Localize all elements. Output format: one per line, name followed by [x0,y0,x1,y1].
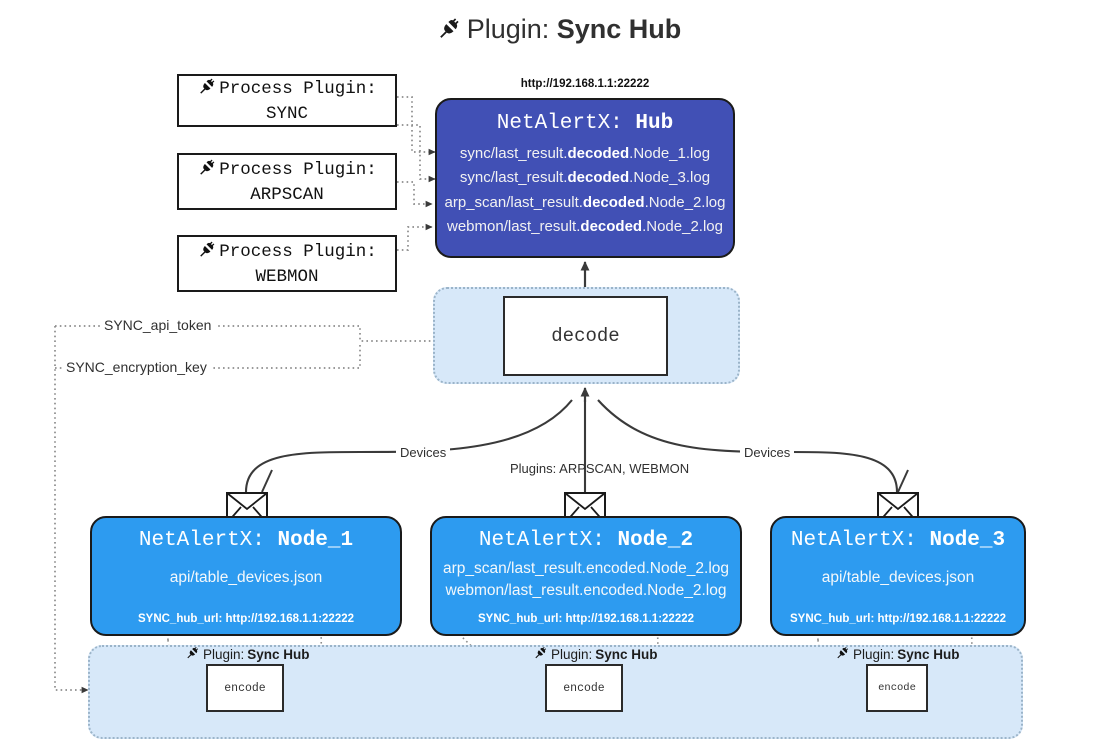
hub-title: NetAlertX: Hub [497,112,673,135]
node-app-label: NetAlertX: [138,529,265,552]
sync-encryption-key-label: SYNC_encryption_key [62,359,211,375]
process-plugin-line1: Process Plugin: [197,239,377,266]
encoder-label-2: Plugin: Sync Hub [533,645,658,663]
edge-node1-to-decode [244,399,573,493]
process-plugin-line1: Process Plugin: [197,76,377,103]
node-box-node-1[interactable]: NetAlertX: Node_1 api/table_devices.json… [90,516,402,636]
page-title-prefix: Plugin: [466,14,550,44]
node-app-label: NetAlertX: [790,529,917,552]
page-title: Plugin: Sync Hub [0,14,1117,48]
process-plugin-title: Process Plugin: [219,160,377,181]
plug-icon [197,239,217,266]
node-log-line: api/table_devices.json [169,569,323,586]
encoder-label-3: Plugin: Sync Hub [835,645,960,663]
encoder-prefix: Plugin: [853,646,895,662]
edge-plugin-webmon-to-hub [397,223,433,251]
encode-box-3[interactable]: encode [866,664,928,712]
edge-plugin-arpscan-to-hub [397,181,433,208]
node-app-label: NetAlertX: [478,529,605,552]
node-box-node-2[interactable]: NetAlertX: Node_2 arp_scan/last_result.e… [430,516,742,636]
plug-icon [835,645,850,663]
encoder-prefix: Plugin: [551,646,593,662]
process-plugin-box-sync[interactable]: Process Plugin: SYNC [177,74,397,127]
node-hub-url: SYNC_hub_url: http://192.168.1.1:22222 [477,613,695,625]
node-hub-url: SYNC_hub_url: http://192.168.1.1:22222 [789,613,1007,625]
hub-log-line-3: arp_scan/last_result.decoded.Node_2.log [444,193,726,211]
process-plugin-line1: Process Plugin: [197,157,377,184]
node-title: NetAlertX: Node_3 [791,529,1005,552]
hub-name-label: Hub [635,112,674,135]
encoder-name: Sync Hub [595,646,658,662]
node-log-line: webmon/last_result.encoded.Node_2.log [445,582,727,599]
edge-label-devices-left: Devices [396,445,451,460]
process-plugin-box-webmon[interactable]: Process Plugin: WEBMON [177,235,397,292]
plug-icon [436,15,462,48]
encoder-name: Sync Hub [247,646,310,662]
process-plugin-title: Process Plugin: [219,79,377,100]
process-plugin-title: Process Plugin: [219,242,377,263]
process-plugin-name: ARPSCAN [250,185,324,205]
node-name-label: Node_3 [929,529,1006,552]
sync-api-token-label: SYNC_api_token [100,317,216,333]
encode-box-1[interactable]: encode [206,664,284,712]
process-plugin-name: WEBMON [255,267,319,287]
hub-log-line-2: sync/last_result.decoded.Node_3.log [459,169,711,187]
node-name-label: Node_2 [617,529,694,552]
hub-app-label: NetAlertX: [496,112,623,135]
page-title-name: Sync Hub [556,14,682,44]
hub-url-label: http://192.168.1.1:22222 [520,78,650,90]
process-plugin-name: SYNC [265,104,308,124]
edge-label-devices-right: Devices [740,445,795,460]
plug-icon [197,76,217,103]
decode-box[interactable]: decode [503,296,668,376]
hub-box[interactable]: NetAlertX: Hub sync/last_result.decoded.… [435,98,735,258]
hub-log-line-1: sync/last_result.decoded.Node_1.log [459,145,711,162]
node-title: NetAlertX: Node_2 [479,529,693,552]
node-title: NetAlertX: Node_1 [139,529,353,552]
envelope-stem-1 [261,469,273,493]
edge-label-plugins-center: Plugins: ARPSCAN, WEBMON [510,461,690,476]
encoder-prefix: Plugin: [203,646,245,662]
node-log-line: api/table_devices.json [821,569,975,586]
node-name-label: Node_1 [277,529,354,552]
encode-box-2[interactable]: encode [545,664,623,712]
encoder-label-1: Plugin: Sync Hub [185,645,310,663]
plug-icon [185,645,200,663]
plug-icon [197,157,217,184]
encoder-name: Sync Hub [897,646,960,662]
plug-icon [533,645,548,663]
process-plugin-box-arpscan[interactable]: Process Plugin: ARPSCAN [177,153,397,210]
node-box-node-3[interactable]: NetAlertX: Node_3 api/table_devices.json… [770,516,1026,636]
envelope-stem-3 [897,469,909,493]
node-hub-url: SYNC_hub_url: http://192.168.1.1:22222 [137,613,355,625]
node-log-line: arp_scan/last_result.encoded.Node_2.log [442,560,730,577]
hub-log-line-4: webmon/last_result.decoded.Node_2.log [447,217,723,235]
